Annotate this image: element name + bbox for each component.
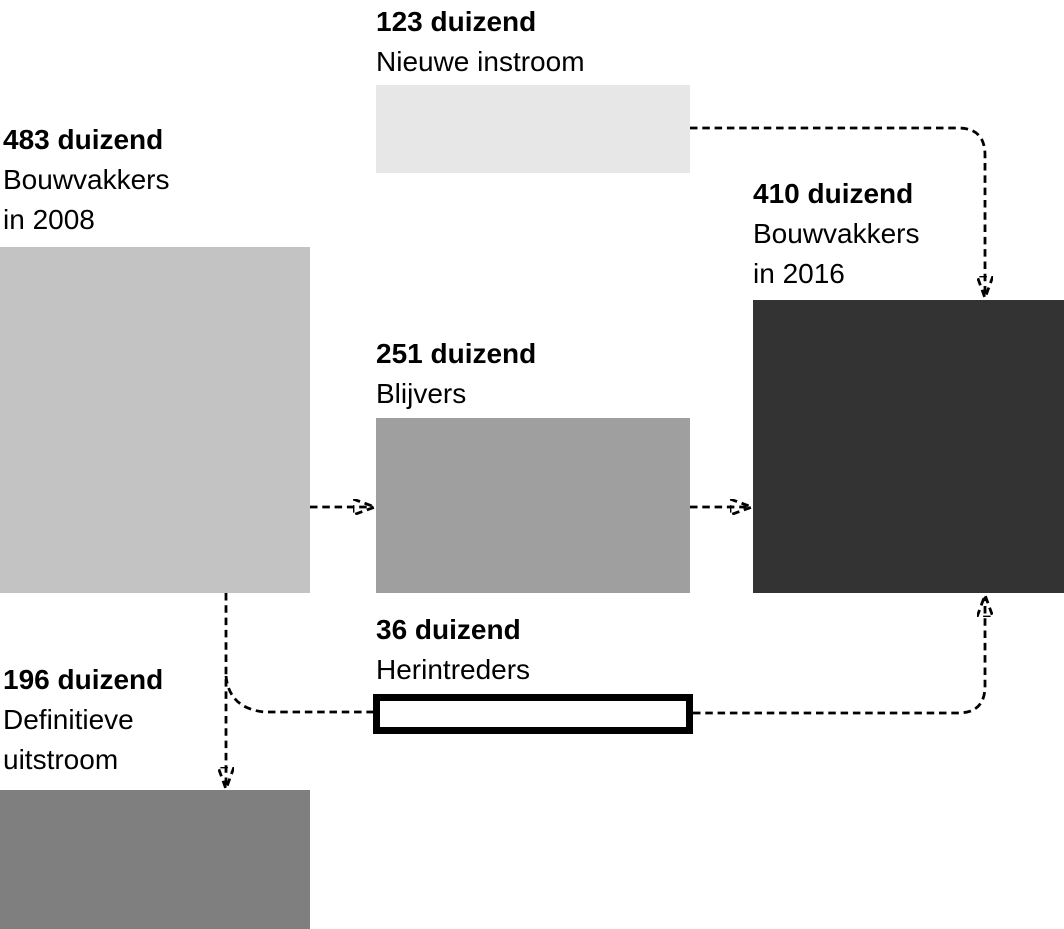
bouwvakkers-2008-value: 483 duizend (3, 124, 164, 155)
blijvers-label: 251 duizend Blijvers (376, 334, 536, 414)
blijvers-box (376, 418, 690, 593)
uitstroom-box (0, 790, 310, 929)
instroom-name: Nieuwe instroom (376, 46, 585, 77)
instroom-value: 123 duizend (376, 6, 537, 37)
uitstroom-value: 196 duizend (3, 664, 164, 695)
bouwvakkers-2008-box (0, 247, 310, 593)
bouwvakkers-2016-name-line2: in 2016 (753, 258, 845, 289)
herintreders-name: Herintreders (376, 654, 531, 685)
herintreders-value: 36 duizend (376, 614, 521, 645)
bouwvakkers-2008-name-line2: in 2008 (3, 204, 95, 235)
bouwvakkers-2008-label: 483 duizend Bouwvakkers in 2008 (3, 120, 170, 240)
uitstroom-name-line2: uitstroom (3, 744, 119, 775)
uitstroom-name-line1: Definitieve (3, 704, 134, 735)
uitstroom-label: 196 duizend Definitieve uitstroom (3, 660, 163, 780)
branch-2008-to-herintreders (224, 675, 373, 714)
blijvers-name: Blijvers (376, 378, 467, 409)
blijvers-value: 251 duizend (376, 338, 537, 369)
herintreders-box (373, 694, 693, 734)
herintreders-label: 36 duizend Herintreders (376, 610, 530, 690)
bouwvakkers-2016-box (753, 300, 1064, 593)
bouwvakkers-2016-name-line1: Bouwvakkers (753, 218, 920, 249)
bouwvakkers-2008-name-line1: Bouwvakkers (3, 164, 170, 195)
bouwvakkers-2016-label: 410 duizend Bouwvakkers in 2016 (753, 174, 920, 294)
instroom-label: 123 duizend Nieuwe instroom (376, 2, 585, 82)
bouwvakkers-2016-value: 410 duizend (753, 178, 914, 209)
arrow-instroom-to-2016 (690, 126, 985, 296)
arrow-herintreders-to-2016 (693, 597, 985, 715)
instroom-box (376, 85, 690, 173)
